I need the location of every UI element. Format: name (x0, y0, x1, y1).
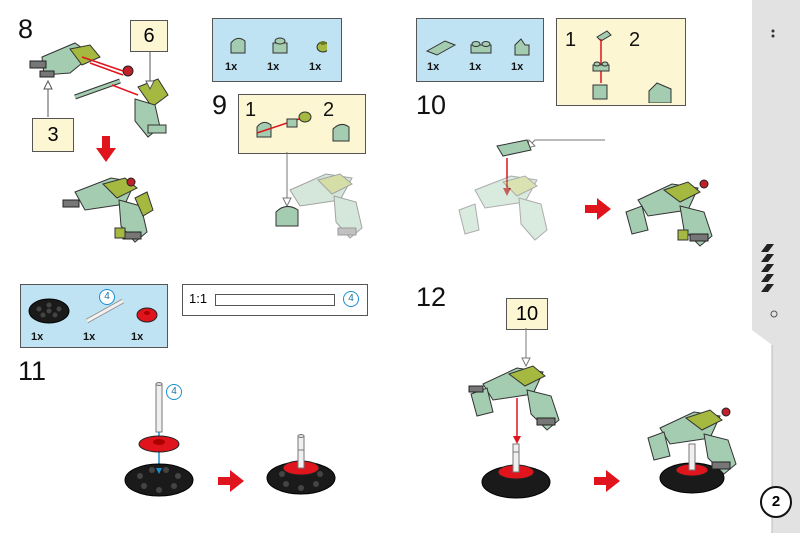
step11-assembly-illustration (124, 382, 194, 497)
step11-part2-qty: 1x (83, 331, 96, 343)
scale-label: 1:1 (189, 291, 208, 306)
plate-1x2-icon (470, 44, 492, 54)
step9-subassembly-callout: 1 2 (238, 94, 366, 154)
ref-callout-6: 6 (130, 20, 168, 52)
substep-1: 1 (245, 99, 257, 121)
step-number-11: 11 (18, 356, 47, 386)
step10-part3-qty: 1x (511, 61, 524, 73)
subassembly-right (134, 78, 169, 138)
curved-slope-icon (230, 37, 246, 54)
step-number-9: 9 (212, 90, 228, 120)
ref-callout-3: 3 (32, 118, 74, 152)
axle-length-callout: 4 (166, 384, 182, 400)
step10-subassembly-callout: 1 2 (556, 18, 686, 106)
axle-icon (86, 299, 124, 323)
step8-result-illustration (62, 177, 154, 243)
ref-callout-10: 10 (506, 298, 548, 330)
substep-1: 1 (565, 29, 577, 51)
step10-model-illustration (458, 139, 605, 241)
step11-part1-qty: 1x (31, 331, 44, 343)
right-arrow-icon (585, 198, 611, 220)
step10-result-illustration (625, 179, 713, 247)
sidebar-graphic (752, 0, 800, 533)
substep-2: 2 (323, 99, 335, 121)
page-number: 2 (760, 486, 792, 518)
right-arrow-icon (218, 470, 244, 492)
step12-assembly-illustration (468, 328, 560, 499)
scale-length-badge: 4 (343, 291, 359, 307)
step11-parts-icons (28, 298, 158, 324)
bracket-icon (514, 38, 530, 56)
step9-parts-callout: 1x 1x 1x (212, 18, 342, 82)
scale-ruler-box: 1:1 4 (182, 284, 368, 316)
substep-2: 2 (629, 29, 641, 51)
tile-icon (425, 40, 457, 56)
step11-result-illustration (266, 434, 336, 495)
step9-parts-icons (230, 37, 327, 54)
step10-parts-icons (425, 38, 530, 56)
step9-part2-qty: 1x (267, 61, 280, 73)
scale-axle-outline (215, 294, 335, 306)
step10-parts-callout: 1x 1x 1x (416, 18, 544, 82)
step9-part1-qty: 1x (225, 61, 238, 73)
step11-parts-callout: 4 1x 1x 1x (20, 284, 168, 348)
step-number-12: 12 (416, 282, 447, 312)
right-arrow-icon (594, 470, 620, 492)
axle-length-badge: 4 (99, 289, 115, 305)
down-arrow-icon (96, 136, 116, 162)
step8-subassemblies-illustration (29, 42, 169, 138)
step10-part2-qty: 1x (469, 61, 482, 73)
step-number-10: 10 (416, 90, 447, 120)
step9-model-illustration (275, 152, 363, 239)
step12-result-illustration (647, 407, 737, 494)
subassembly-left (29, 42, 101, 78)
sidebar-stripes-icon (761, 244, 774, 292)
step10-part1-qty: 1x (427, 61, 440, 73)
step11-part3-qty: 1x (131, 331, 144, 343)
step9-part3-qty: 1x (309, 61, 322, 73)
step-number-8: 8 (18, 14, 34, 44)
